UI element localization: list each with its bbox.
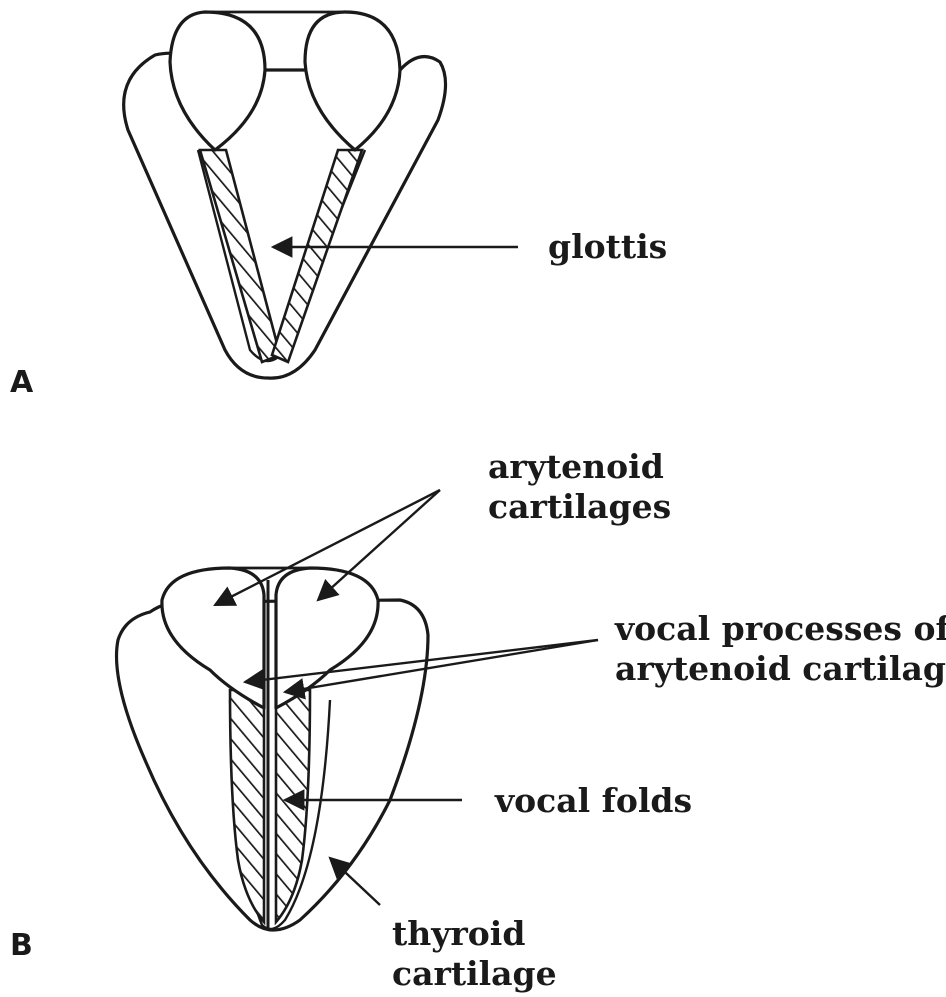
panel-b-letter: B [10, 928, 33, 963]
vocal-folds-label: vocal folds [494, 781, 692, 820]
panel-a: glottis A [10, 12, 667, 400]
panel-b: arytenoid cartilages vocal processes of … [10, 447, 946, 993]
arytenoid-label-line1: arytenoid [488, 447, 664, 486]
glottis-label: glottis [548, 227, 667, 266]
arytenoid-pointer-right [318, 490, 440, 600]
panel-a-letter: A [10, 365, 34, 400]
vocal-processes-label-line2: arytenoid cartilages [615, 649, 946, 688]
thyroid-label-line2: cartilage [392, 954, 557, 993]
thyroid-label-line1: thyroid [392, 914, 525, 953]
arytenoid-label-line2: cartilages [488, 487, 671, 526]
thyroid-cartilage-b [117, 600, 428, 930]
vocal-processes-label-line1: vocal processes of [614, 609, 946, 648]
